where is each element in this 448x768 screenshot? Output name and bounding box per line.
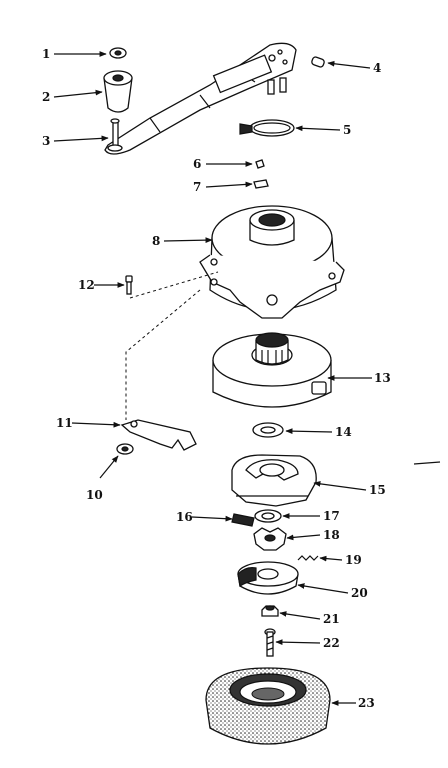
callout-19: 19	[345, 553, 362, 567]
part-gear-18	[253, 527, 287, 551]
part-ratchet-15	[231, 454, 317, 507]
part-pulley-13	[212, 332, 332, 408]
part-bolt-22	[264, 628, 276, 657]
callout-13: 13	[374, 371, 391, 385]
part-key-7	[253, 179, 269, 189]
linkage-dashed-line	[125, 271, 219, 420]
callout-5: 5	[343, 123, 351, 137]
callout-18: 18	[323, 528, 340, 542]
callout-15: 15	[369, 483, 386, 497]
edge-mark	[413, 461, 441, 465]
callout-21: 21	[323, 612, 340, 626]
callout-11: 11	[56, 416, 73, 430]
leader-lines	[53, 51, 372, 706]
part-washer-1	[109, 47, 127, 59]
callout-12: 12	[78, 278, 95, 292]
callout-8: 8	[152, 234, 160, 248]
part-nut-21	[261, 605, 279, 617]
part-spring-19	[297, 555, 319, 561]
callout-23: 23	[358, 696, 375, 710]
part-housing-8	[199, 205, 345, 319]
part-drum-20	[237, 561, 299, 595]
part-washer-14	[252, 422, 284, 438]
part-washer-17	[254, 509, 282, 523]
callout-14: 14	[335, 425, 352, 439]
part-knob-2	[103, 70, 133, 113]
callout-6: 6	[193, 157, 201, 171]
part-pawl-16	[231, 513, 255, 527]
part-bracket-11	[120, 419, 197, 451]
part-clip-5	[239, 119, 295, 137]
callout-22: 22	[323, 636, 340, 650]
callout-1: 1	[42, 47, 50, 61]
callout-17: 17	[323, 509, 340, 523]
part-spacer-4	[311, 56, 325, 68]
callout-4: 4	[373, 61, 381, 75]
part-nut-6	[255, 159, 265, 169]
part-control-lever-3	[104, 42, 297, 155]
callout-20: 20	[351, 586, 368, 600]
part-washer-10	[116, 443, 134, 455]
callout-3: 3	[42, 134, 50, 148]
part-flywheel-cup-23	[205, 667, 331, 745]
part-screw-12	[125, 275, 133, 295]
callout-16: 16	[176, 510, 193, 524]
callout-7: 7	[193, 180, 201, 194]
callout-2: 2	[42, 90, 50, 104]
callout-10: 10	[86, 488, 103, 502]
